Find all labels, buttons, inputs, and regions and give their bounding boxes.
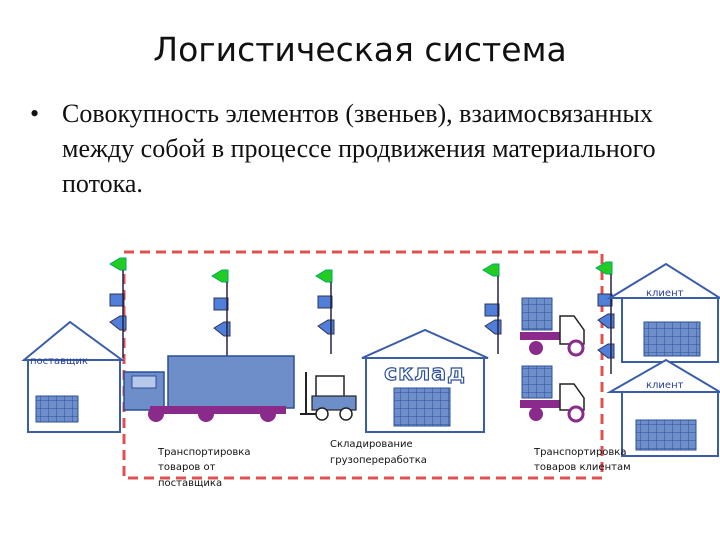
client-truck-bottom-icon xyxy=(520,365,585,423)
flag-column xyxy=(482,263,502,354)
bullet-text: Совокупность элементов (звеньев), взаимо… xyxy=(62,99,656,198)
client-top-label: клиент xyxy=(646,288,684,299)
caption-line: товаров клиентам xyxy=(534,462,631,473)
warehouse-building xyxy=(361,328,489,433)
caption-line: Складирование xyxy=(330,439,413,450)
caption-line: товаров от xyxy=(158,462,216,473)
supplier-building xyxy=(21,320,126,433)
forklift-icon xyxy=(300,372,357,421)
caption-line: Транспортировка xyxy=(157,447,250,458)
stage1-caption: Транспортировка товаров от поставщика xyxy=(157,447,250,489)
caption-line: грузопереработка xyxy=(330,455,427,466)
flag-column xyxy=(595,261,615,374)
flag-column xyxy=(315,269,335,354)
client-building-bottom xyxy=(606,358,720,457)
supplier-truck-icon xyxy=(123,355,295,422)
client-bottom-label: клиент xyxy=(646,380,684,391)
stage3-caption: Транспортировка товаров клиентам xyxy=(533,447,631,473)
warehouse-sign: склад xyxy=(384,361,466,386)
client-truck-top-icon xyxy=(520,297,585,357)
caption-line: Транспортировка xyxy=(533,447,626,458)
caption-line: поставщика xyxy=(158,478,222,489)
flow-markers xyxy=(109,257,615,374)
stage2-caption: Складирование грузопереработка xyxy=(330,439,427,466)
client-building-top xyxy=(606,262,720,363)
flag-column xyxy=(109,257,127,358)
page-title: Логистическая система xyxy=(153,30,567,69)
flag-column xyxy=(211,269,231,358)
supplier-label: поставщик xyxy=(30,356,88,367)
bullet-marker: • xyxy=(30,99,40,128)
